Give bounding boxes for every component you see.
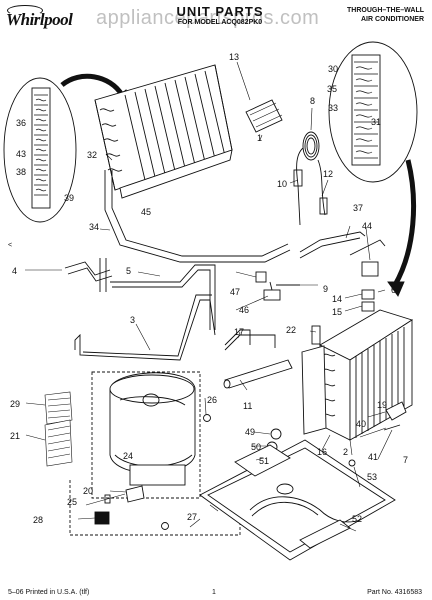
callout-10: 10 (277, 179, 288, 189)
product-line-1: THROUGH–THE–WALL (347, 7, 424, 14)
callout-17: 17 (234, 327, 245, 337)
callout-20: 20 (83, 486, 94, 496)
callout-13: 13 (229, 52, 240, 62)
callout-25: 25 (67, 497, 78, 507)
callout-8: 8 (310, 96, 316, 106)
callout-5: 5 (126, 266, 132, 276)
callout-51: 51 (259, 456, 270, 466)
logo-ring-icon (7, 5, 43, 16)
part-number: Part No. 4316583 (367, 589, 422, 596)
callout-53: 53 (367, 472, 378, 482)
product-type: THROUGH–THE–WALL AIR CONDITIONER (347, 6, 424, 24)
callout-35: 35 (327, 84, 338, 94)
callout-7: 7 (403, 455, 409, 465)
callout-47: 47 (230, 287, 241, 297)
callout-24: 24 (123, 451, 134, 461)
callout-14: 14 (332, 294, 343, 304)
callout-15: 15 (332, 307, 343, 317)
right-detail-bubble (328, 41, 418, 183)
callout-12: 12 (323, 169, 334, 179)
page-title: UNIT PARTS FOR MODEL ACQ082PK0 (150, 4, 290, 26)
model-subtitle: FOR MODEL ACQ082PK0 (177, 19, 263, 26)
callout-40: 40 (356, 419, 367, 429)
title-text: UNIT PARTS (176, 4, 264, 19)
callout-37: 37 (353, 203, 364, 213)
callout-4: 4 (12, 266, 18, 276)
callout-16: 16 (317, 447, 328, 457)
callout-3: 3 (130, 315, 136, 325)
callout-30: 30 (328, 64, 339, 74)
callout-44: 44 (362, 221, 373, 231)
callout-27: 27 (187, 512, 198, 522)
callout-52: 52 (352, 514, 363, 524)
callout-29: 29 (10, 399, 21, 409)
callout-39: 39 (64, 193, 75, 203)
callout-38: 38 (16, 167, 27, 177)
capillary-tube (293, 131, 320, 226)
callout-31: 31 (371, 117, 382, 127)
callout-1: 1 (257, 133, 263, 143)
callout-21: 21 (10, 431, 21, 441)
callout-45: 45 (141, 207, 152, 217)
page-header: Whirlpool appliancepartspros.com UNIT PA… (0, 0, 432, 44)
callout-6: 6 (391, 285, 397, 295)
callout-36: 36 (16, 118, 27, 128)
callout-50: 50 (251, 442, 262, 452)
callout-28: 28 (33, 515, 44, 525)
callout-32: 32 (87, 150, 98, 160)
callout-19: 19 (377, 400, 388, 410)
condenser-coil (94, 64, 233, 199)
side-mark: < (8, 242, 13, 249)
callout-9: 9 (323, 284, 329, 294)
callout-2: 2 (343, 447, 349, 457)
callout-41: 41 (368, 452, 379, 462)
callout-46: 46 (239, 305, 250, 315)
callout-33: 33 (328, 103, 339, 113)
callout-11: 11 (243, 401, 253, 411)
print-info: 5–06 Printed in U.S.A. (tlf) (8, 589, 90, 596)
base-pan (199, 439, 396, 561)
callout-26: 26 (207, 395, 218, 405)
callout-43: 43 (16, 149, 27, 159)
product-line-2: AIR CONDITIONER (361, 16, 424, 23)
callout-22: 22 (286, 325, 297, 335)
watermark: appliancepartspros.com (96, 7, 320, 29)
left-detail-bubble (3, 77, 77, 223)
brand-logo: Whirlpool (6, 5, 73, 30)
compressor (91, 371, 201, 499)
callout-34: 34 (89, 222, 100, 232)
page-number: 1 (212, 589, 216, 596)
callout-49: 49 (245, 427, 256, 437)
